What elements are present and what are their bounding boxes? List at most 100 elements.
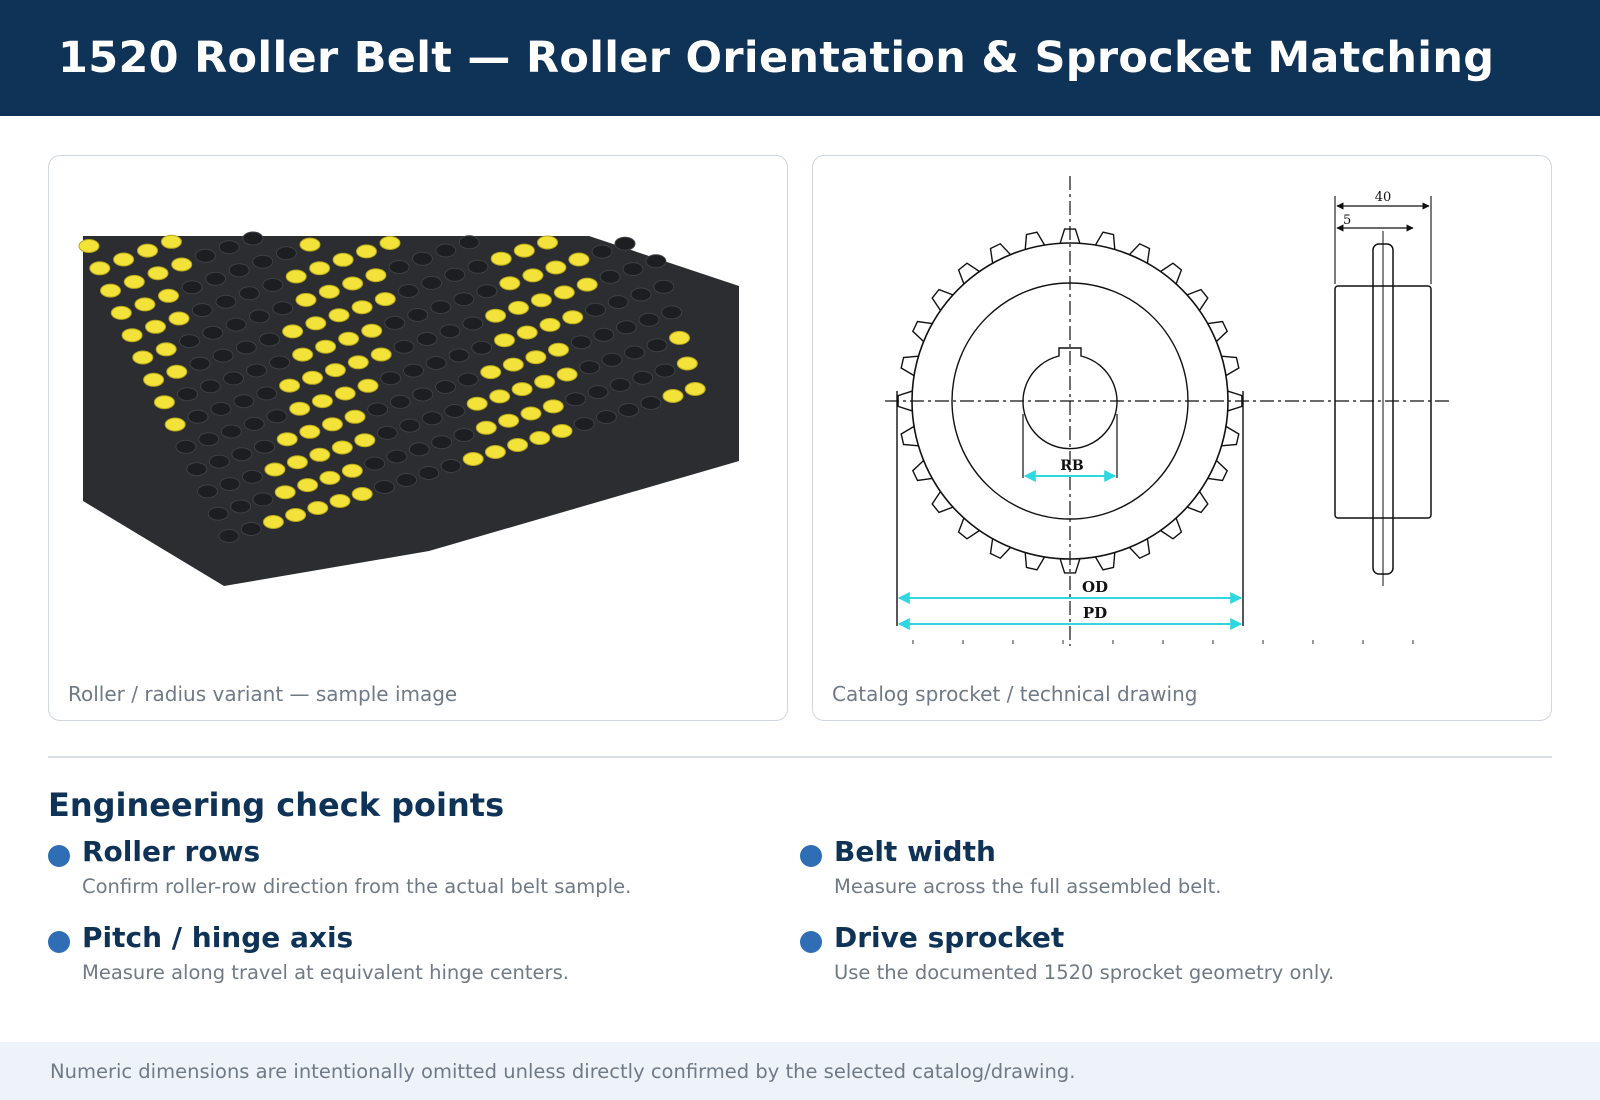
sprocket-bore <box>1022 347 1118 450</box>
belt-link <box>238 286 260 301</box>
belt-roller <box>534 374 556 389</box>
belt-link <box>622 262 644 277</box>
belt-link <box>367 402 389 417</box>
check-item-desc: Measure across the full assembled belt. <box>834 875 1222 898</box>
belt-link <box>384 315 406 330</box>
belt-sample-caption: Roller / radius variant — sample image <box>68 682 458 706</box>
belt-link <box>259 332 280 347</box>
belt-link <box>591 244 613 259</box>
sprocket-tooth <box>1128 538 1151 560</box>
belt-link <box>645 254 667 269</box>
belt-link <box>218 240 240 255</box>
sprocket-tooth <box>1160 517 1183 540</box>
belt-roller <box>344 409 366 424</box>
check-item-title: Belt width <box>834 835 996 868</box>
belt-roller <box>299 424 321 439</box>
sprocket-tooth <box>1059 558 1081 574</box>
belt-roller <box>110 305 132 320</box>
belt-roller <box>525 350 547 365</box>
belt-link <box>242 231 264 246</box>
belt-link <box>256 386 278 401</box>
belt-roller <box>78 239 100 253</box>
belt-roller <box>289 401 311 416</box>
belt-link <box>225 317 247 332</box>
belt-link <box>364 456 386 471</box>
sprocket-tooth <box>900 355 919 377</box>
sprocket-tooth <box>1186 288 1209 311</box>
belt-link <box>220 424 242 439</box>
belt-roller <box>370 347 392 362</box>
belt-roller <box>147 266 169 281</box>
belt-roller <box>562 310 584 325</box>
belt-roller <box>295 292 317 307</box>
belt-roller <box>319 470 341 485</box>
belt-roller <box>305 316 327 331</box>
sprocket-tooth <box>1094 231 1116 250</box>
check-item-desc: Use the documented 1520 sprocket geometr… <box>834 961 1335 984</box>
belt-roller <box>508 300 529 315</box>
belt-roller <box>160 234 182 249</box>
belt-roller <box>168 311 190 326</box>
belt-roller <box>285 508 307 522</box>
belt-roller <box>171 257 193 272</box>
belt-roller <box>529 431 551 445</box>
pd-label: PD <box>1083 604 1107 622</box>
belt-roller <box>347 355 369 370</box>
page-title: 1520 Roller Belt — Roller Orientation & … <box>58 33 1495 83</box>
belt-link <box>416 332 438 346</box>
belt-link <box>181 280 203 295</box>
sprocket-tooth <box>1024 231 1046 250</box>
belt-link <box>430 300 452 315</box>
belt-link <box>218 529 240 543</box>
belt-roller <box>494 333 515 348</box>
belt-link <box>266 409 288 424</box>
belt-link <box>431 435 453 450</box>
belt-roller <box>545 260 567 275</box>
belt-roller <box>145 319 166 334</box>
belt-link <box>614 236 636 251</box>
page-header: 1520 Roller Belt — Roller Orientation & … <box>0 0 1600 116</box>
footer-note: Numeric dimensions are intentionally omi… <box>0 1042 1600 1100</box>
belt-roller <box>520 406 542 421</box>
belt-roller <box>276 432 298 447</box>
belt-link <box>593 327 615 342</box>
belt-roller <box>485 308 507 323</box>
belt-roller <box>166 364 188 379</box>
check-item-desc: Measure along travel at equivalent hinge… <box>82 961 569 984</box>
belt-link <box>272 301 294 316</box>
belt-roller <box>132 350 154 365</box>
belt-roller <box>297 478 319 493</box>
belt-link <box>199 379 221 394</box>
belt-link <box>412 251 433 266</box>
belt-roller <box>374 292 396 307</box>
belt-link <box>194 248 216 263</box>
belt-link <box>241 469 263 484</box>
belt-link <box>425 356 447 370</box>
belt-roller <box>123 274 145 289</box>
belt-roller <box>309 261 331 276</box>
belt-link <box>215 294 237 309</box>
belt-link <box>421 411 443 426</box>
belt-roller <box>489 389 511 404</box>
belt-link <box>179 334 200 349</box>
belt-link <box>223 371 244 386</box>
belt-roller <box>164 417 186 432</box>
belt-sample-panel: Roller / radius variant — sample image <box>48 155 788 721</box>
sprocket-tooth <box>1128 242 1151 264</box>
belt-link <box>615 320 637 335</box>
bullet-icon <box>48 845 70 867</box>
belt-roller <box>143 372 165 387</box>
sprocket-tooth <box>900 425 919 447</box>
belt-roller <box>334 386 356 401</box>
belt-link <box>254 439 275 454</box>
belt-link <box>448 348 470 363</box>
belt-link <box>457 372 479 387</box>
belt-link <box>462 316 484 331</box>
belt-roller <box>684 382 706 396</box>
belt-link <box>435 243 457 258</box>
belt-roller <box>507 438 529 452</box>
belt-link <box>624 345 645 360</box>
hub-label: 5 <box>1343 213 1351 228</box>
belt-roller <box>324 363 346 378</box>
belt-roller <box>342 276 364 291</box>
